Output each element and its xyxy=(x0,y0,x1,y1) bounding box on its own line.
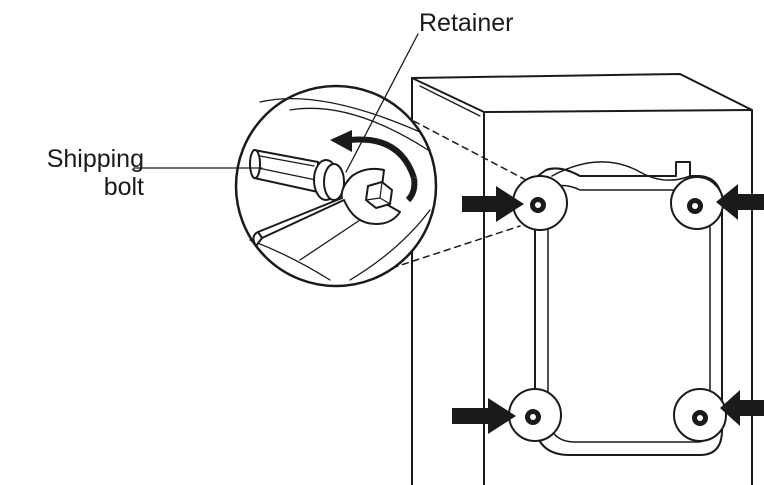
shipping-bolt-label-line1: Shipping xyxy=(12,145,144,173)
arrow-left-icon xyxy=(720,390,764,426)
arrow-left-icon xyxy=(716,184,764,220)
bolt-bottom-right xyxy=(674,389,726,441)
magnified-detail xyxy=(236,86,436,286)
hex-nut-icon xyxy=(366,182,392,208)
bolt-top-right xyxy=(671,177,723,229)
shipping-bolt-label: Shipping bolt xyxy=(12,145,144,201)
retainer-label: Retainer xyxy=(419,9,514,37)
bolt-bottom-left xyxy=(509,389,561,441)
shipping-bolt-label-line2: bolt xyxy=(12,173,144,201)
